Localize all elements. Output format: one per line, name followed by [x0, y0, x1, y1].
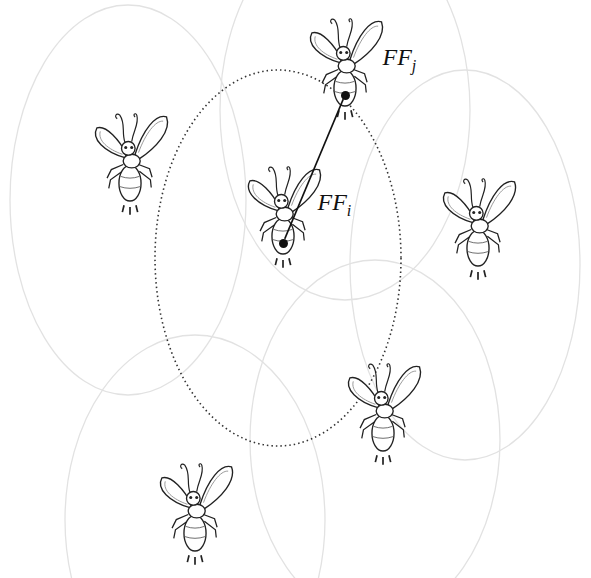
firefly-name: FF [383, 44, 412, 70]
firefly-index: i [347, 202, 351, 219]
firefly-name: FF [318, 189, 347, 215]
firefly-label: FFj [381, 45, 419, 74]
firefly-position: FFj [341, 91, 350, 100]
firefly-index: j [412, 57, 416, 74]
firefly-position: FFi [279, 239, 288, 248]
firefly-label: FFi [316, 190, 354, 219]
